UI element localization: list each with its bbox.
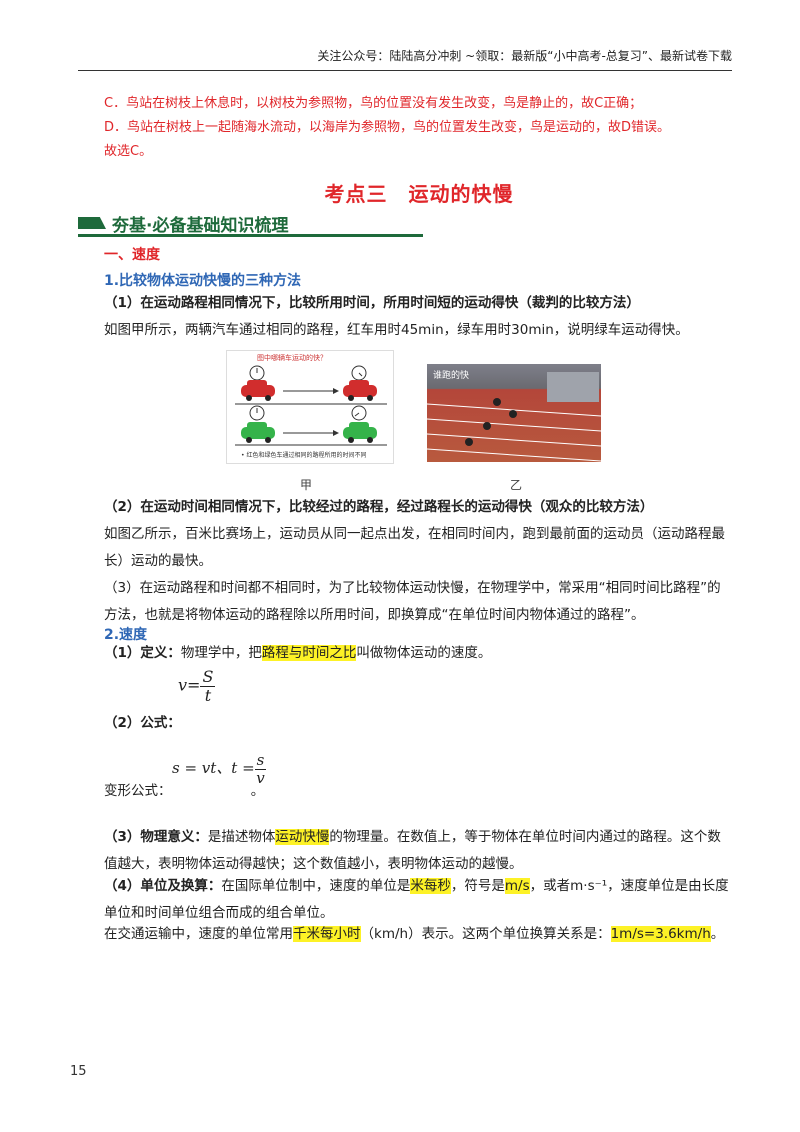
formula-label-line: （2）公式： — [104, 710, 734, 737]
variant-end: 。 — [250, 783, 265, 799]
section-banner: 夯基·必备基础知识梳理 — [78, 207, 423, 237]
variant-numerator: s — [254, 751, 267, 770]
heading-speed: 一、速度 — [104, 247, 160, 263]
banner-underline — [78, 234, 423, 237]
header-rule — [78, 70, 732, 71]
heading-speed-definition: 2.速度 — [104, 627, 148, 643]
variant-label-line: 变形公式： 。 — [104, 778, 734, 805]
unit-label: （4）单位及换算： — [104, 878, 222, 894]
method-1-heading: （1）在运动路程相同情况下，比较所用时间，所用时间短的运动得快（裁判的比较方法） — [104, 295, 640, 311]
traffic-end: 。 — [710, 926, 725, 942]
figure-label-jia: 甲 — [300, 478, 313, 492]
method-1-text: 如图甲所示，两辆汽车通过相同的路程，红车用时45min，绿车用时30min，说明… — [104, 322, 689, 338]
unit-highlight-name: 米每秒 — [410, 878, 451, 894]
banner-text: 夯基·必备基础知识梳理 — [112, 216, 289, 236]
traffic-highlight-unit: 千米每小时 — [293, 926, 361, 942]
unit-mid: ，符号是 — [450, 878, 505, 894]
traffic-pre: 在交通运输中，速度的单位常用 — [104, 926, 293, 942]
heading-compare-methods: 1.比较物体运动快慢的三种方法 — [104, 273, 302, 289]
meaning-post: 的物理量。在数值上，等于物体在单位时间内通过的路程。这个数值越大，表明物体运动得… — [104, 829, 721, 872]
meaning-highlight: 运动快慢 — [275, 829, 330, 845]
method-2: （2）在运动时间相同情况下，比较经过的路程，经过路程长的运动得快（观众的比较方法… — [104, 494, 734, 629]
unit-post: ，或者m·s⁻¹，速度单位是由长度单位和时间单位组合而成的组合单位。 — [104, 878, 729, 921]
method-3-text: （3）在运动路程和时间都不相同时，为了比较物体运动快慢，在物理学中，常采用“相同… — [104, 580, 721, 623]
variant-equation: s = vt、t = — [172, 759, 255, 777]
figure-cars: 图中哪辆车运动的快？ • 红色和绿色车通过相同的路程所用的时间不同 — [226, 350, 394, 464]
meaning: （3）物理意义：是描述物体运动快慢的物理量。在数值上，等于物体在单位时间内通过的… — [104, 824, 734, 878]
traffic: 在交通运输中，速度的单位常用千米每小时（km/h）表示。这两个单位换算关系是：1… — [104, 921, 734, 948]
meaning-label: （3）物理意义： — [104, 829, 208, 845]
variant-label: 变形公式： — [104, 783, 165, 799]
method-2-heading: （2）在运动时间相同情况下，比较经过的路程，经过路程长的运动得快（观众的比较方法… — [104, 499, 654, 515]
method-1: （1）在运动路程相同情况下，比较所用时间，所用时间短的运动得快（裁判的比较方法）… — [104, 290, 734, 344]
track-illustration — [427, 372, 601, 462]
previous-answer: C．鸟站在树枝上休息时，以树枝为参照物，鸟的位置没有发生改变，鸟是静止的，故C正… — [104, 92, 734, 207]
page-number: 15 — [70, 1064, 87, 1079]
header-text: 关注公众号：陆陆高分冲刺 ~领取：最新版“小中高考-总复习”、最新试卷下载 — [317, 49, 732, 63]
unit: （4）单位及换算：在国际单位制中，速度的单位是米每秒，符号是m/s，或者m·s⁻… — [104, 873, 734, 927]
cars-illustration — [235, 365, 387, 446]
figure-sprinters: 谁跑的快 — [427, 364, 601, 462]
formula-lhs: v — [178, 675, 188, 695]
figure-label-yi: 乙 — [510, 478, 523, 492]
variant-denominator: v — [256, 768, 265, 787]
formula-label: （2）公式： — [104, 715, 181, 731]
meaning-pre: 是描述物体 — [207, 829, 276, 845]
unit-pre: 在国际单位制中，速度的单位是 — [221, 878, 411, 894]
method-2-text: 如图乙所示，百米比赛场上，运动员从同一起点出发，在相同时间内，跑到最前面的运动员… — [104, 526, 725, 569]
traffic-highlight-conversion: 1m/s=3.6km/h — [610, 926, 711, 942]
banner-bar — [78, 217, 106, 229]
figure-cars-caption: • 红色和绿色车通过相同的路程所用的时间不同 — [241, 452, 367, 459]
answer-option-c: C．鸟站在树枝上休息时，以树枝为参照物，鸟的位置没有发生改变，鸟是静止的，故C正… — [104, 96, 643, 111]
definition: （1）定义：物理学中，把路程与时间之比叫做物体运动的速度。 — [104, 640, 734, 667]
unit-highlight-symbol: m/s — [504, 878, 530, 894]
traffic-mid: （km/h）表示。这两个单位换算关系是： — [360, 926, 611, 942]
definition-post: 叫做物体运动的速度。 — [356, 645, 492, 661]
page-header: 关注公众号：陆陆高分冲刺 ~领取：最新版“小中高考-总复习”、最新试卷下载 — [0, 0, 800, 72]
answer-option-d: D．鸟站在树枝上一起随海水流动，以海岸为参照物，鸟的位置发生改变，鸟是运动的，故… — [104, 120, 671, 135]
formula-denominator: t — [204, 685, 212, 705]
definition-pre: 物理学中，把 — [180, 645, 262, 661]
formula-numerator: S — [200, 667, 216, 687]
definition-highlight: 路程与时间之比 — [261, 645, 357, 661]
figure-sprinters-title: 谁跑的快 — [433, 371, 470, 381]
section-title: 考点三 运动的快慢 — [324, 182, 514, 206]
definition-label: （1）定义： — [104, 645, 181, 661]
figure-cars-title: 图中哪辆车运动的快？ — [257, 354, 327, 362]
answer-conclusion: 故选C。 — [104, 144, 153, 159]
